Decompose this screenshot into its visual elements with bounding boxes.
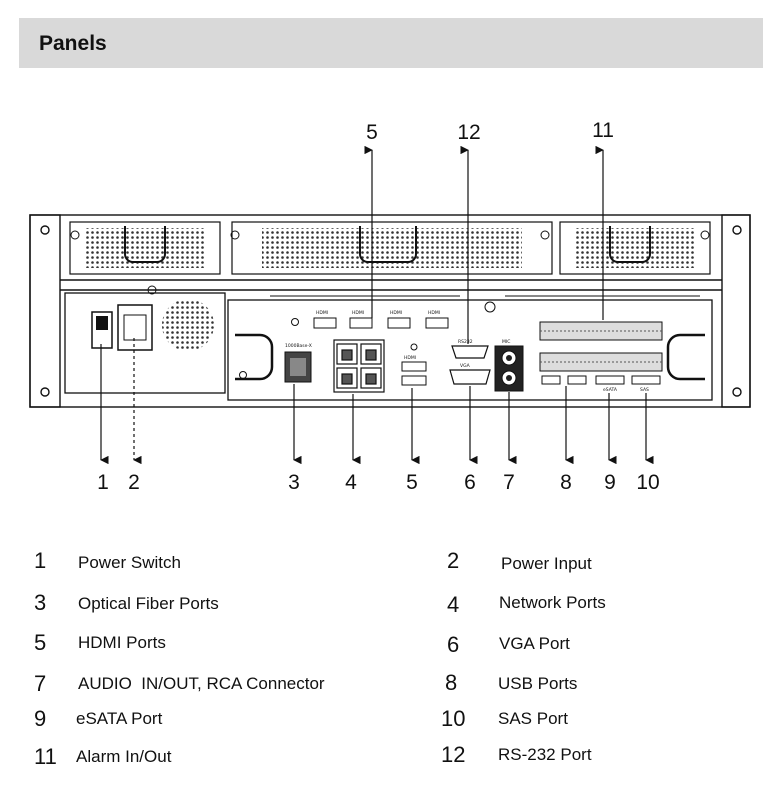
power-supply-module [64,285,226,394]
svg-text:HDMI: HDMI [404,355,416,361]
callout-bottom-8: 8 [560,471,572,494]
callout-bottom-2: 2 [128,471,140,494]
callout-top-5: 5 [366,121,378,144]
hdmi-ports-top: HDMI HDMI HDMI HDMI [313,310,449,329]
esata-port: eSATA [595,375,625,393]
svg-text:MIC: MIC [502,339,510,345]
vga-port: VGA [449,363,491,385]
callout-bottom-5: 5 [406,471,418,494]
hdmi-ports-bottom: HDMI [401,343,427,386]
svg-text:HDMI: HDMI [352,310,364,316]
sas-port: SAS [631,375,661,393]
callout-bottom-3: 3 [288,471,300,494]
section-header: Panels [19,18,763,68]
fan-grills [69,221,711,275]
svg-text:eSATA: eSATA [603,387,618,393]
callout-top-11: 11 [592,119,614,142]
svg-text:RS232: RS232 [458,339,473,345]
callout-numbers-bottom: 1 2 3 4 5 6 7 8 9 10 [97,471,660,494]
power-input-icon [117,304,153,351]
callout-bottom-9: 9 [604,471,616,494]
page-title: Panels [39,32,107,55]
svg-text:VGA: VGA [460,363,471,369]
svg-text:HDMI: HDMI [316,310,328,316]
svg-text:HDMI: HDMI [428,310,440,316]
callout-top-12: 12 [457,121,480,144]
callout-lines [100,145,654,465]
callout-numbers-top: 5 12 11 [366,119,614,144]
usb-ports [541,375,587,385]
svg-text:HDMI: HDMI [390,310,402,316]
svg-text:1000Base-X: 1000Base-X [285,343,312,349]
callout-bottom-1: 1 [97,471,109,494]
alarm-terminal-blocks [539,321,663,372]
callout-bottom-4: 4 [345,471,357,494]
optical-fiber-ports: 1000Base-X [284,343,312,383]
callout-bottom-10: 10 [636,471,659,494]
rs232-port: RS232 [451,339,489,359]
audio-rca-connector: MIC [494,339,524,392]
callout-bottom-6: 6 [464,471,476,494]
callout-bottom-7: 7 [503,471,515,494]
network-ports [333,339,385,393]
svg-text:SAS: SAS [640,387,649,393]
